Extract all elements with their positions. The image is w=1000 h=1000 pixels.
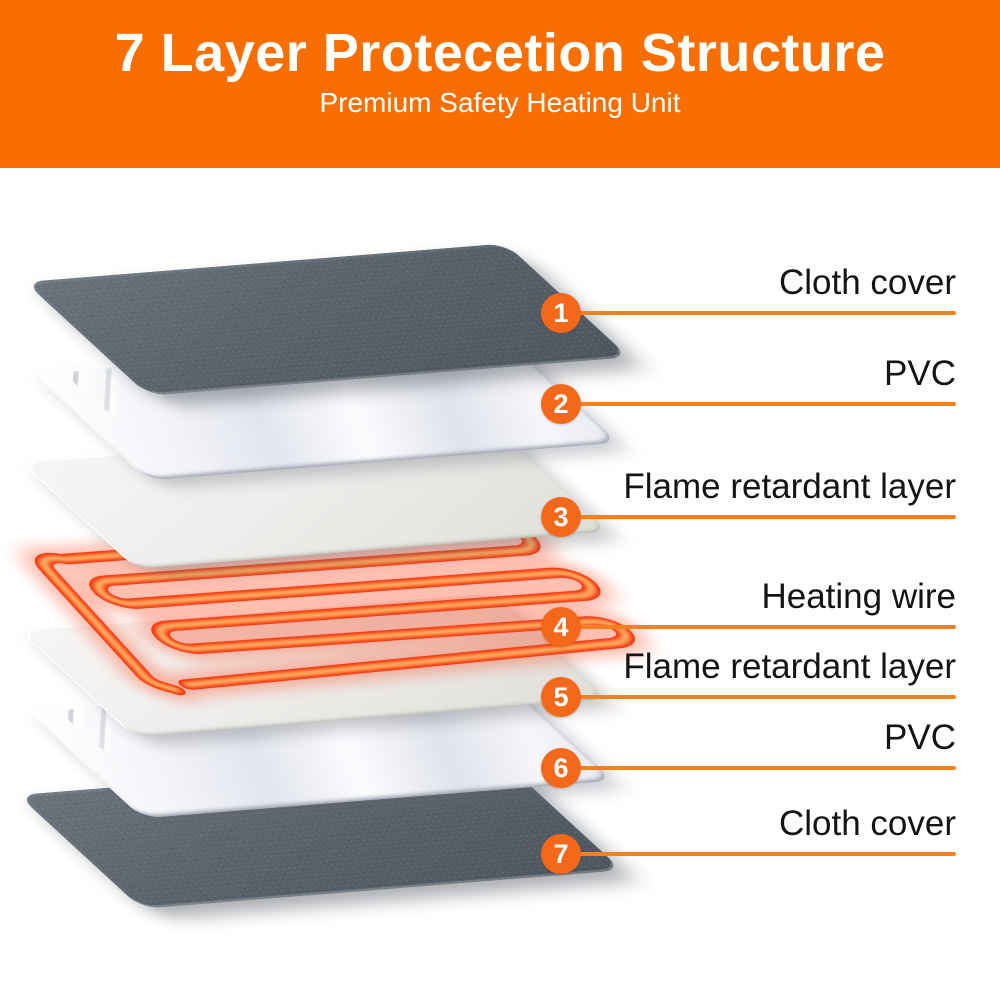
layer-label: PVC	[884, 718, 956, 757]
layer-number-badge: 2	[541, 384, 581, 424]
layer-label: Heating wire	[761, 577, 956, 616]
callout-line	[560, 766, 956, 770]
layer-label: PVC	[884, 354, 956, 393]
layer-label: Flame retardant layer	[623, 467, 956, 506]
callout-line	[560, 695, 956, 699]
callout-line	[560, 625, 956, 629]
header-banner: 7 Layer Protecetion Structure Premium Sa…	[0, 0, 1000, 168]
layer-number-badge: 4	[541, 607, 581, 647]
callout-line	[560, 402, 956, 406]
layer-number-badge: 7	[541, 834, 581, 874]
layer-number-badge: 6	[541, 748, 581, 788]
layer-number-badge: 5	[541, 677, 581, 717]
callout-line	[560, 515, 956, 519]
page-subtitle: Premium Safety Heating Unit	[319, 87, 681, 119]
layer-number-badge: 1	[541, 293, 581, 333]
callout-line	[560, 852, 956, 856]
layer-label: Flame retardant layer	[623, 647, 956, 686]
page-title: 7 Layer Protecetion Structure	[114, 23, 886, 83]
layer-label: Cloth cover	[778, 263, 956, 302]
layer-label: Cloth cover	[778, 804, 956, 843]
layer-number-badge: 3	[541, 497, 581, 537]
callout-line	[560, 311, 956, 315]
